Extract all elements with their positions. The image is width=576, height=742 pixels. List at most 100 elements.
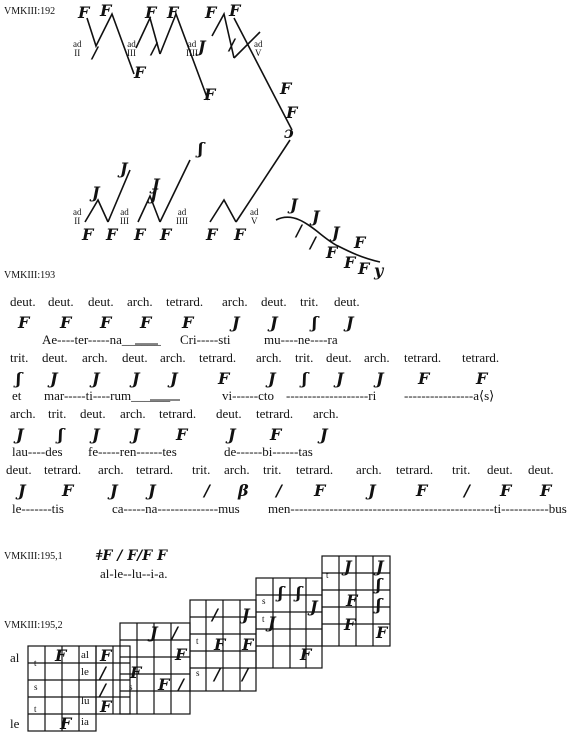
mode-word: tetrard. xyxy=(404,350,442,365)
svg-text:F: F xyxy=(415,481,429,500)
mode-word: deut. xyxy=(42,350,68,365)
mode-word: trit. xyxy=(48,406,67,421)
mode-word: arch. xyxy=(82,350,108,365)
mode-word: trit. xyxy=(295,350,314,365)
svg-text:F: F xyxy=(499,481,513,500)
svg-text:J: J xyxy=(317,425,329,444)
neume: J xyxy=(195,37,207,56)
neume: / xyxy=(149,39,159,58)
neume: F xyxy=(133,225,147,244)
svg-text:J: J xyxy=(147,623,159,642)
svg-text:J: J xyxy=(13,425,25,444)
svg-text:J: J xyxy=(265,613,277,632)
svg-text:F: F xyxy=(61,481,75,500)
mode-word: trit. xyxy=(452,462,471,477)
svg-text:t: t xyxy=(34,704,37,714)
svg-text:F: F xyxy=(269,425,283,444)
svg-text:F: F xyxy=(375,623,389,642)
lyric: lau----des xyxy=(12,444,63,459)
mode-word: deut. xyxy=(334,294,360,309)
lyric: mu----ne----ra xyxy=(264,332,338,347)
lyric: Ae----ter-----na______ xyxy=(42,332,161,347)
svg-text:/: / xyxy=(274,481,284,500)
svg-text:/: / xyxy=(212,665,222,684)
svg-text:F: F xyxy=(241,635,255,654)
mode-word: tetrard. xyxy=(199,350,237,365)
mode-word: arch. xyxy=(356,462,382,477)
svg-text:J: J xyxy=(239,605,251,624)
svg-text:J: J xyxy=(267,313,279,332)
svg-text:F: F xyxy=(139,313,153,332)
mode-word: arch. xyxy=(364,350,390,365)
ref-193: VMKIII:193 xyxy=(4,270,56,281)
svg-text:β: β xyxy=(237,481,249,500)
neume: F xyxy=(159,225,173,244)
neume: F xyxy=(357,259,371,278)
svg-text:J: J xyxy=(307,597,319,616)
neume: F xyxy=(343,253,357,272)
lyric: Cri-----sti xyxy=(180,332,231,347)
svg-text:J: J xyxy=(225,425,237,444)
svg-text:F: F xyxy=(129,663,143,682)
svg-text:J: J xyxy=(365,481,377,500)
svg-text:F: F xyxy=(99,646,113,665)
svg-text:F: F xyxy=(417,369,431,388)
lyric: de------bi------tas xyxy=(224,444,313,459)
svg-text:ʃ: ʃ xyxy=(309,313,320,332)
mode-line-4: deut. tetrard. arch. tetrard. trit. arch… xyxy=(0,462,576,480)
svg-text:J: J xyxy=(265,369,277,388)
svg-text:t: t xyxy=(262,614,265,624)
neume: F xyxy=(133,63,147,82)
lyric: -------------------ri xyxy=(286,388,377,403)
mode-word: tetrard. xyxy=(159,406,197,421)
svg-text:J: J xyxy=(373,557,385,576)
svg-text:J: J xyxy=(89,425,101,444)
neume: / xyxy=(294,221,304,240)
text-line-2: et mar-----ti----rum______ vi------cto -… xyxy=(0,388,576,406)
mode-word: deut. xyxy=(528,462,554,477)
mode-word: arch. xyxy=(120,406,146,421)
svg-text:/: / xyxy=(170,623,180,642)
mode-word: tetrard. xyxy=(462,350,500,365)
svg-text:J: J xyxy=(167,369,179,388)
neume: ʃ xyxy=(195,139,206,158)
svg-text:F: F xyxy=(59,714,73,733)
grid-syllable: le xyxy=(81,666,89,678)
svg-text:t: t xyxy=(326,570,329,580)
svg-text:s: s xyxy=(196,668,200,678)
mode-word: arch. xyxy=(127,294,153,309)
svg-text:F: F xyxy=(175,425,189,444)
neume: F xyxy=(166,3,180,22)
neume: / xyxy=(308,233,318,252)
mode-word: deut. xyxy=(80,406,106,421)
neume: J xyxy=(149,175,161,194)
svg-text:J: J xyxy=(129,369,141,388)
mode-word: arch. xyxy=(313,406,339,421)
grid-syllable: al xyxy=(81,649,89,661)
svg-text:s: s xyxy=(34,682,38,692)
neume: F xyxy=(325,243,339,262)
lyric: le-------tis xyxy=(12,501,64,516)
neume: F xyxy=(81,225,95,244)
grid-syllable: lu xyxy=(81,695,90,707)
svg-text:J: J xyxy=(343,313,355,332)
svg-text:/: / xyxy=(202,481,212,500)
mode-word: arch. xyxy=(160,350,186,365)
neume: F xyxy=(279,79,293,98)
neume: F xyxy=(203,85,217,104)
svg-text:F: F xyxy=(181,313,195,332)
mode-word: deut. xyxy=(10,294,36,309)
mode-word: arch. xyxy=(222,294,248,309)
mode-word: tetrard. xyxy=(44,462,82,477)
svg-text:F: F xyxy=(174,645,188,664)
neume: J xyxy=(117,159,129,178)
svg-text:s: s xyxy=(129,682,133,692)
neume: J xyxy=(89,183,101,202)
svg-text:ʃ: ʃ xyxy=(293,583,304,602)
